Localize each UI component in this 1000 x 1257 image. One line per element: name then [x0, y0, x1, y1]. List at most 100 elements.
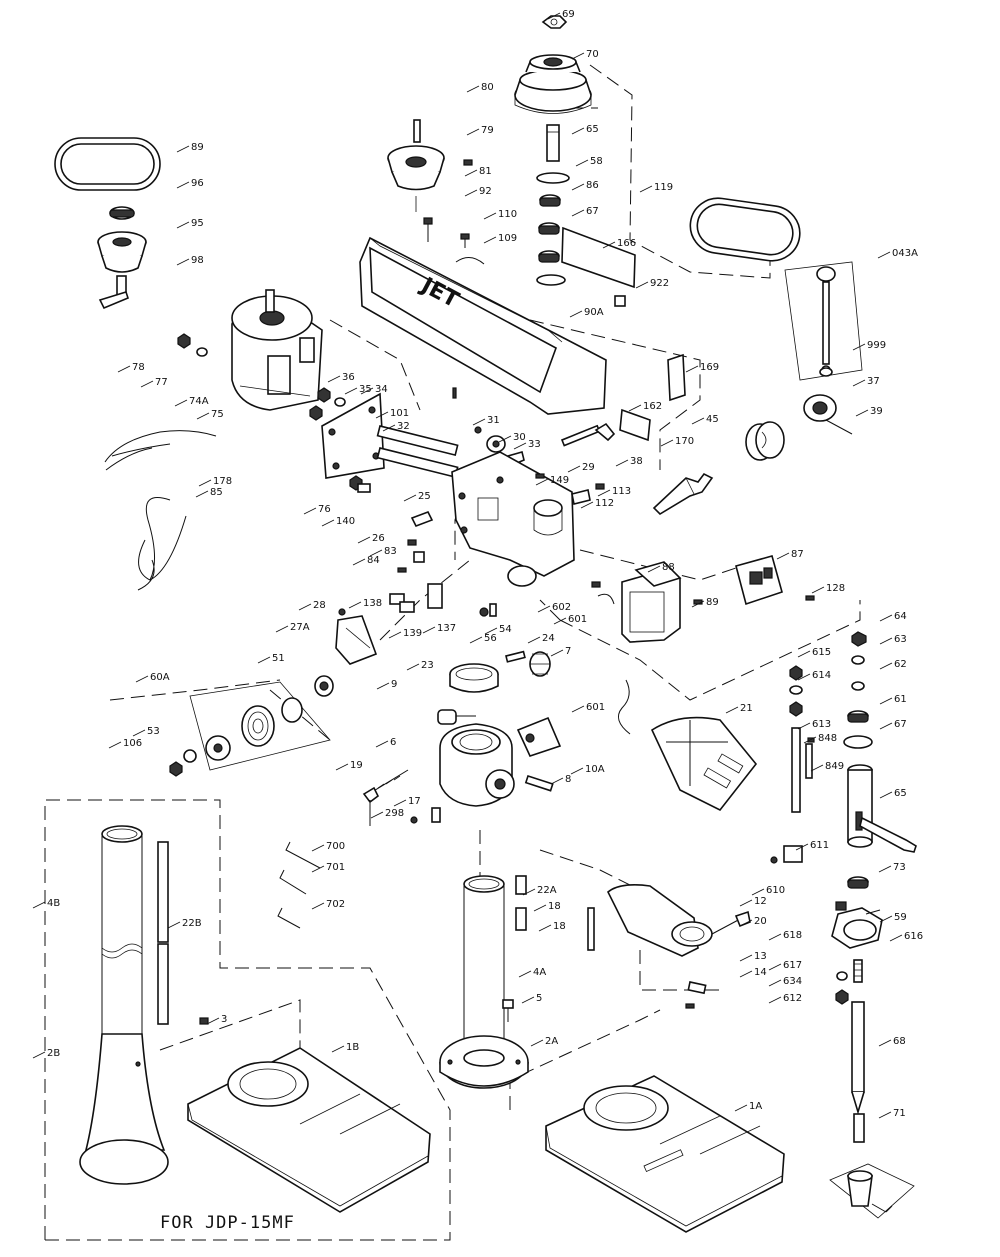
pin-8 — [524, 774, 554, 792]
callout-c-119: 119 — [654, 182, 673, 193]
column-4a — [463, 875, 505, 1052]
leader-line — [855, 409, 869, 417]
leader-line — [176, 258, 190, 266]
callout-c-33: 33 — [528, 439, 541, 450]
callout-c-26: 26 — [372, 533, 385, 544]
motor-74a — [231, 289, 323, 411]
callout-c-85: 85 — [210, 487, 223, 498]
callout-c-19: 19 — [350, 760, 363, 771]
callout-c-62: 62 — [894, 659, 907, 670]
callout-c-80: 80 — [481, 82, 494, 93]
screw-89b — [693, 599, 703, 605]
leader-line — [879, 637, 893, 645]
callout-c-700: 700 — [326, 841, 345, 852]
callout-c-37: 37 — [867, 376, 880, 387]
leader-line — [571, 209, 585, 217]
callout-c-611: 611 — [810, 840, 829, 851]
callout-c-58a: 58 — [590, 156, 603, 167]
nut-615 — [789, 665, 803, 681]
callout-c-166: 166 — [617, 238, 636, 249]
bolt-5 — [502, 999, 514, 1022]
callout-c-39: 39 — [870, 406, 883, 417]
callout-c-96: 96 — [191, 178, 204, 189]
leader-line — [360, 387, 374, 395]
callout-c-65b: 65 — [894, 788, 907, 799]
callout-c-60a: 60A — [150, 672, 170, 683]
part-83 — [413, 551, 425, 563]
nut-614b — [789, 701, 803, 717]
switch-assembly-27a — [335, 608, 378, 665]
leader-line — [811, 586, 825, 594]
leader-line — [176, 221, 190, 229]
leader-line — [522, 888, 536, 896]
leader-line — [879, 791, 893, 799]
callout-c-113: 113 — [612, 486, 631, 497]
callout-c-162: 162 — [643, 401, 662, 412]
callout-c-79: 79 — [481, 125, 494, 136]
leader-line — [327, 375, 341, 383]
callout-c-30: 30 — [513, 432, 526, 443]
bolts-13-14 — [685, 981, 707, 1009]
leader-line — [257, 656, 271, 664]
callout-c-618: 618 — [783, 930, 802, 941]
callout-c-2b: 2B — [47, 1048, 60, 1059]
fan-guard-60a — [169, 675, 334, 777]
column-4b — [101, 825, 143, 1034]
bracket-34 — [321, 392, 385, 479]
callout-c-614: 614 — [812, 670, 831, 681]
leader-line — [388, 631, 402, 639]
callout-c-702: 702 — [326, 899, 345, 910]
cord-75 — [104, 430, 217, 471]
crank-handle-10a — [516, 716, 562, 757]
depth-rod-613 — [791, 727, 801, 813]
part-17 — [431, 807, 441, 823]
leader-line — [176, 145, 190, 153]
leader-line — [725, 706, 739, 714]
leader-line — [580, 501, 594, 509]
table-bracket-6 — [437, 709, 515, 807]
leader-line — [335, 763, 349, 771]
bearing-59 — [847, 876, 869, 889]
pinion-shaft-38 — [652, 472, 714, 516]
callout-c-53: 53 — [147, 726, 160, 737]
callout-c-81: 81 — [479, 166, 492, 177]
leader-line — [797, 650, 811, 658]
leader-line — [483, 212, 497, 220]
screw-113 — [595, 483, 605, 490]
leader-line — [527, 636, 541, 644]
column-base-2b — [79, 1033, 169, 1185]
callout-c-169: 169 — [700, 362, 719, 373]
callout-c-24: 24 — [542, 633, 555, 644]
callout-c-18a: 18 — [553, 921, 566, 932]
pulley-95 — [97, 231, 147, 273]
screw-298 — [410, 816, 418, 824]
leader-line — [879, 697, 893, 705]
leader-line — [472, 418, 486, 426]
leader-line — [303, 507, 317, 515]
callout-c-602: 602 — [552, 602, 571, 613]
screw-128 — [805, 595, 815, 601]
leader-line — [768, 979, 782, 987]
bolts-12-20 — [711, 910, 751, 935]
cord-85 — [137, 497, 187, 591]
belt-99 — [54, 137, 161, 191]
callout-c-21: 21 — [740, 703, 753, 714]
base-1b — [187, 1047, 431, 1213]
leader-line — [331, 1045, 345, 1053]
callout-c-615: 615 — [812, 647, 831, 658]
callout-c-13: 13 — [754, 951, 767, 962]
nut-612 — [835, 989, 849, 1005]
leader-line — [691, 417, 705, 425]
leader-line — [469, 636, 483, 644]
scale-849 — [805, 743, 813, 779]
leader-line — [878, 1111, 892, 1119]
leader-line — [571, 705, 585, 713]
label-162 — [619, 408, 651, 442]
part-25 — [410, 510, 434, 528]
leader-line — [393, 799, 407, 807]
callout-c-67b: 67 — [894, 719, 907, 730]
callout-c-613: 613 — [812, 719, 831, 730]
leader-line — [878, 865, 892, 873]
leader-line — [660, 439, 674, 447]
leader-line — [513, 442, 527, 450]
